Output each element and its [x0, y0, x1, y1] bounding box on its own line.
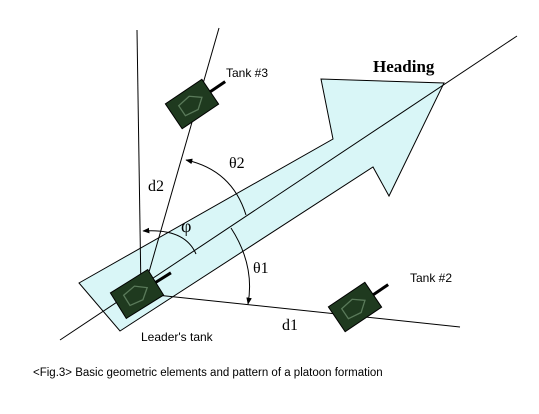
theta2-label: θ2	[229, 155, 245, 172]
theta1-label: θ1	[253, 260, 269, 277]
theta2-arc	[185, 158, 247, 216]
d1-label: d1	[282, 317, 298, 334]
leader-tank-icon	[109, 268, 172, 320]
tank2-label: Tank #2	[410, 271, 452, 285]
leader-tank-label: Leader's tank	[141, 330, 214, 344]
d2-label: d2	[148, 178, 164, 195]
tank3-label: Tank #3	[226, 66, 268, 80]
phi-label: φ	[181, 216, 191, 236]
heading-arrow	[78, 78, 445, 332]
theta1-arc	[230, 227, 252, 305]
vertical-reference-line	[136, 29, 142, 293]
line-to-tank2	[146, 293, 461, 328]
tank2-icon	[327, 281, 390, 333]
phi-arc	[142, 227, 197, 255]
heading-label: Heading	[373, 57, 435, 76]
tank3-icon	[164, 78, 227, 130]
figure-caption: <Fig.3> Basic geometric elements and pat…	[33, 367, 383, 379]
